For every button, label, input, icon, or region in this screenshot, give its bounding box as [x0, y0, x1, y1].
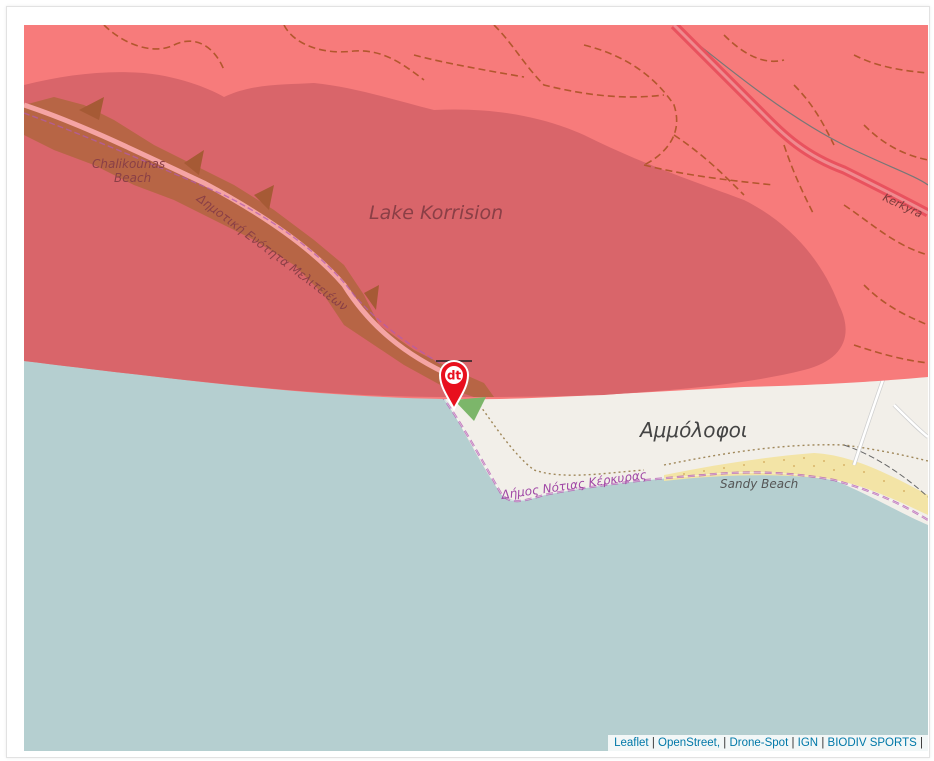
- wetland-hatch: [79, 97, 379, 310]
- attribution-separator: |: [791, 737, 795, 749]
- label-town: Αμμόλοφοι: [638, 418, 748, 442]
- beach-dots: [683, 457, 905, 492]
- wetland-strip: [24, 97, 494, 397]
- land-area: [444, 377, 928, 525]
- label-sandy-beach: Sandy Beach: [720, 477, 798, 491]
- attribution-separator: |: [821, 737, 825, 749]
- label-chalikounas-line2: Beach: [114, 171, 151, 185]
- attribution-link-leaflet[interactable]: Leaflet: [614, 737, 649, 749]
- attribution-link-biodiv-sports[interactable]: BIODIV SPORTS: [827, 737, 917, 749]
- attribution-link-openstreet[interactable]: OpenStreet,: [658, 737, 721, 749]
- attribution-link-ign[interactable]: IGN: [797, 737, 819, 749]
- map-tiles: Lake Korrision Chalikounas Beach Δημοτικ…: [24, 25, 928, 525]
- map-view[interactable]: Lake Korrision Chalikounas Beach Δημοτικ…: [24, 25, 928, 751]
- attribution-separator: |: [723, 737, 727, 749]
- tracks: [103, 25, 928, 364]
- label-chalikounas-line1: Chalikounas: [92, 157, 165, 171]
- attribution-separator: |: [920, 737, 923, 749]
- attribution-separator: |: [651, 737, 655, 749]
- marker-label: dt: [447, 369, 462, 383]
- map-attribution: Leaflet | OpenStreet, | Drone-Spot | IGN…: [608, 735, 928, 751]
- location-marker[interactable]: dt: [436, 357, 472, 413]
- green-patch: [454, 397, 486, 421]
- attribution-link-drone-spot[interactable]: Drone-Spot: [729, 737, 789, 749]
- sandy-beach-area: [664, 453, 928, 515]
- lake-area: [24, 72, 846, 398]
- label-lake: Lake Korrision: [369, 202, 503, 224]
- map-pin-icon: dt: [436, 360, 472, 412]
